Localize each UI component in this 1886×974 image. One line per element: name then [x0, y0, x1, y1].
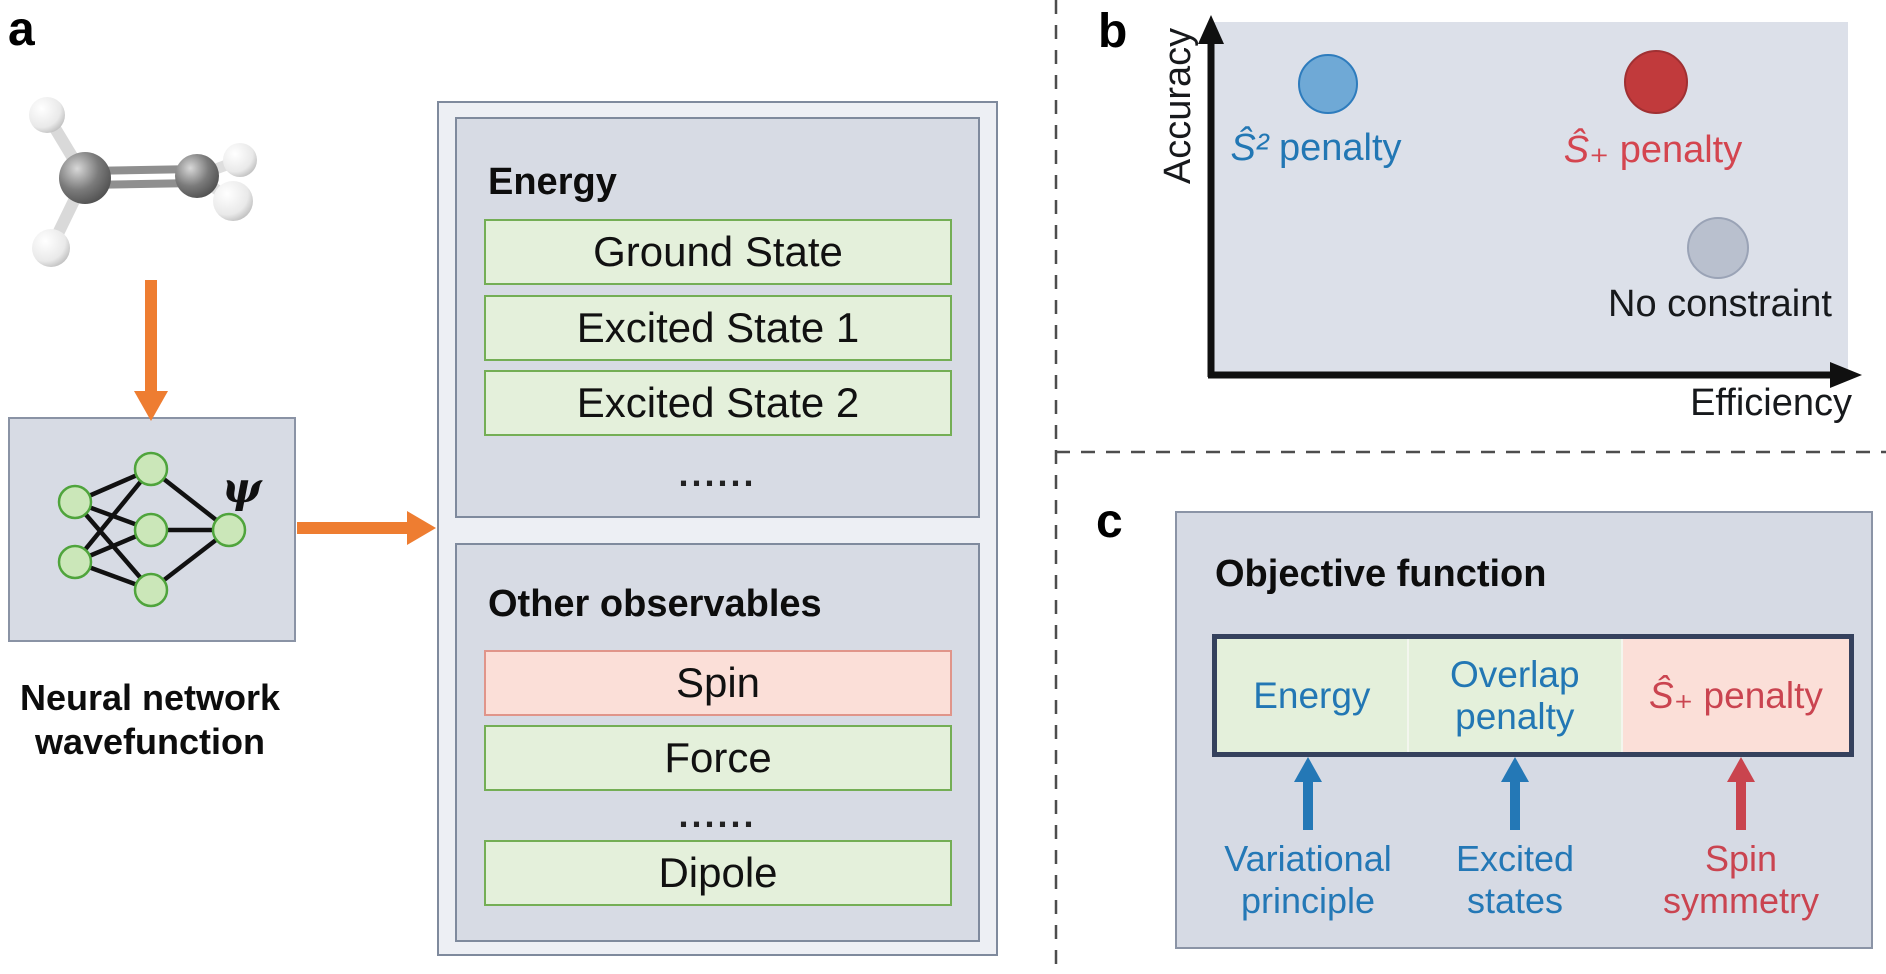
label-line: Variational — [1224, 838, 1392, 879]
s2-word: penalty — [1279, 127, 1402, 169]
objective-function-heading: Objective function — [1215, 553, 1547, 595]
energy-ellipsis: ...... — [678, 453, 757, 494]
panel-c-label: c — [1096, 495, 1123, 548]
energy-item-ground-state: Ground State — [484, 219, 952, 285]
objective-function-bar: Energy Overlap penalty Ŝ₊ penalty — [1212, 634, 1854, 757]
panel-b-label: b — [1098, 5, 1128, 58]
neural-network-diagram — [57, 451, 247, 608]
orange-down-arrow — [134, 280, 168, 421]
hydrogen-atom — [32, 229, 70, 267]
excited-states-label: Excited states — [1405, 838, 1625, 922]
label-line: states — [1466, 880, 1564, 921]
energy-item-excited-state-2: Excited State 2 — [484, 370, 952, 436]
orange-right-arrow — [297, 511, 436, 545]
overlap-line-1: Overlap — [1450, 653, 1580, 695]
molecule-illustration — [29, 97, 257, 267]
s2-penalty-label: Ŝ² penalty — [1166, 126, 1466, 170]
overlap-line-2: penalty — [1455, 695, 1575, 737]
label-line: symmetry — [1663, 880, 1819, 921]
segment-splus-word: penalty — [1703, 674, 1823, 716]
observable-item-dipole: Dipole — [484, 840, 952, 906]
psi-symbol: ψ — [222, 463, 262, 512]
energy-section: Energy Ground State Excited State 1 Exci… — [455, 117, 980, 518]
caption-line-1: Neural network — [19, 677, 281, 718]
neural-network-box: ψ — [8, 417, 296, 642]
segment-splus-penalty: Ŝ₊ penalty — [1622, 639, 1849, 752]
splus-penalty-label: Ŝ₊ penalty — [1503, 128, 1803, 172]
neural-network-caption: Neural network wavefunction — [0, 676, 300, 764]
splus-symbol: Ŝ₊ — [1563, 129, 1610, 171]
hydrogen-atom — [223, 143, 257, 177]
label-line: principle — [1240, 880, 1376, 921]
variational-principle-label: Variational principle — [1188, 838, 1428, 922]
y-axis-label: Accuracy — [1157, 27, 1199, 185]
splus-word: penalty — [1619, 129, 1743, 171]
panel-a-label: a — [8, 3, 35, 56]
label-line: Excited — [1455, 838, 1575, 879]
segment-overlap-penalty: Overlap penalty — [1408, 639, 1623, 752]
objective-function-panel: Objective function Energy Overlap penalt… — [1175, 511, 1873, 949]
s2-penalty-marker — [1298, 54, 1358, 114]
observables-ellipsis: ...... — [678, 794, 757, 835]
nn-nodes — [57, 451, 247, 608]
observables-heading: Other observables — [488, 583, 822, 625]
s2-symbol: Ŝ² — [1230, 127, 1269, 169]
carbon-atom — [59, 152, 111, 204]
observable-item-spin: Spin — [484, 650, 952, 716]
observable-item-force: Force — [484, 725, 952, 791]
hydrogen-atom — [213, 181, 253, 221]
no-constraint-label: No constraint — [1608, 283, 1832, 325]
spin-symmetry-label: Spin symmetry — [1621, 838, 1861, 922]
carbon-atom — [175, 154, 219, 198]
no-constraint-marker — [1687, 217, 1749, 279]
caption-line-2: wavefunction — [34, 721, 266, 762]
hydrogen-atom — [29, 97, 65, 133]
energy-item-excited-state-1: Excited State 1 — [484, 295, 952, 361]
label-line: Spin — [1704, 838, 1778, 879]
x-axis-label: Efficiency — [1690, 382, 1852, 424]
energy-heading: Energy — [488, 161, 617, 203]
segment-splus-symbol: Ŝ₊ — [1649, 674, 1694, 716]
outputs-panel: Energy Ground State Excited State 1 Exci… — [437, 101, 998, 956]
segment-energy: Energy — [1217, 639, 1409, 752]
observables-section: Other observables Spin Force ...... Dipo… — [455, 543, 980, 942]
splus-penalty-marker — [1624, 50, 1688, 114]
